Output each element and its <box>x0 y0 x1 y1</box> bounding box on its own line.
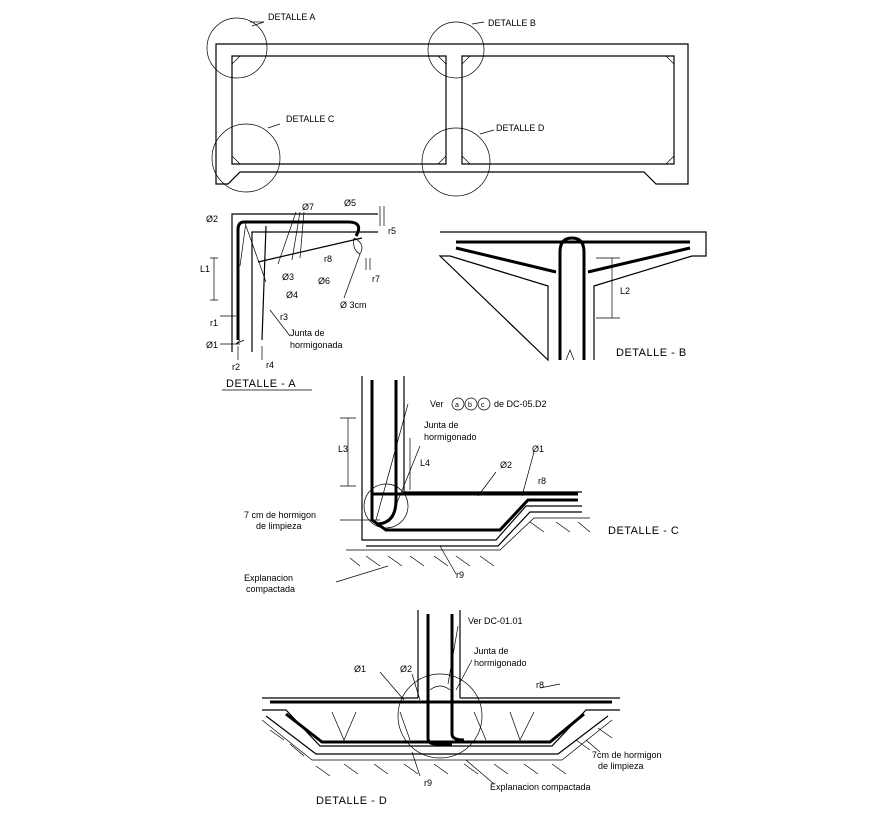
detail-c: Ver a b c de DC-05.D2 Junta de hormigona… <box>244 376 679 594</box>
c-fill-line2: compactada <box>246 584 295 594</box>
c-ref-suffix: de DC-05.D2 <box>494 399 547 409</box>
a-r1: r1 <box>210 318 218 328</box>
c-ref-a: a <box>455 402 459 409</box>
d-lean-line2: de limpieza <box>598 761 644 771</box>
c-r9: r9 <box>456 570 464 580</box>
detail-c-circle <box>211 123 281 193</box>
d-joint-line1: Junta de <box>474 646 509 656</box>
callout-detail-c: DETALLE C <box>286 114 335 124</box>
d-r9: r9 <box>424 778 432 788</box>
d-phi2: Ø2 <box>400 664 412 674</box>
c-ref-prefix: Ver <box>430 399 444 409</box>
d-lean-line1: 7cm de hormigon <box>592 750 662 760</box>
detail-a-circle <box>206 17 268 79</box>
c-lean-line2: de limpieza <box>256 521 302 531</box>
d-fill: Explanacion compactada <box>490 782 591 792</box>
c-phi1: Ø1 <box>532 444 544 454</box>
detail-d-title: DETALLE - D <box>316 795 387 807</box>
c-ref-circle-b <box>464 397 478 411</box>
a-r8: r8 <box>324 254 332 264</box>
a-r7: r7 <box>372 274 380 284</box>
c-l4: L4 <box>420 458 430 468</box>
a-r4: r4 <box>266 360 274 370</box>
d-ref: Ver DC-01.01 <box>468 616 523 626</box>
a-r3: r3 <box>280 312 288 322</box>
c-ref-b: b <box>468 402 472 409</box>
c-ref-circle-a <box>451 397 465 411</box>
detail-d: Ver DC-01.01 Junta de hormigonado Ø1 Ø2 … <box>261 610 662 807</box>
a-phi5: Ø5 <box>344 198 356 208</box>
a-phi6: Ø6 <box>318 276 330 286</box>
c-lean-line1: 7 cm de hormigon <box>244 510 316 520</box>
c-phi2: Ø2 <box>500 460 512 470</box>
detail-b-title: DETALLE - B <box>616 347 687 359</box>
a-phi4: Ø4 <box>286 290 298 300</box>
callout-detail-a: DETALLE A <box>268 12 315 22</box>
b-l2: L2 <box>620 286 630 296</box>
detail-a-title: DETALLE - A <box>226 378 296 390</box>
a-drip: Ø 3cm <box>340 300 367 310</box>
a-phi1: Ø1 <box>206 340 218 350</box>
callout-detail-b: DETALLE B <box>488 18 536 28</box>
d-phi1: Ø1 <box>354 664 366 674</box>
a-joint-line2: hormigonada <box>290 340 343 350</box>
c-overview-circle <box>363 483 409 529</box>
detail-a: Ø2 Ø7 Ø5 r5 L1 r8 r7 Ø3 Ø6 Ø4 Ø 3cm r1 r… <box>200 198 396 391</box>
a-l1: L1 <box>200 264 210 274</box>
detail-b: L2 DETALLE - B <box>438 231 707 362</box>
c-ref-c: c <box>481 402 485 409</box>
detail-b-circle <box>427 21 485 79</box>
a-r2: r2 <box>232 362 240 372</box>
a-r5: r5 <box>388 226 396 236</box>
d-r8: r8 <box>536 680 544 690</box>
detail-d-circle <box>421 127 491 197</box>
c-joint-line2: hormigonado <box>424 432 477 442</box>
a-phi2: Ø2 <box>206 214 218 224</box>
a-phi7: Ø7 <box>302 202 314 212</box>
d-joint-line2: hormigonado <box>474 658 527 668</box>
c-joint-line1: Junta de <box>424 420 459 430</box>
overview-section: DETALLE A DETALLE B DETALLE C DETALLE D <box>206 12 689 197</box>
c-l3: L3 <box>338 444 348 454</box>
a-joint-line1: Junta de <box>290 328 325 338</box>
c-ref-circle-c <box>477 397 491 411</box>
d-overview-circle <box>397 673 483 759</box>
c-r8: r8 <box>538 476 546 486</box>
a-phi3: Ø3 <box>282 272 294 282</box>
c-fill-line1: Explanacion <box>244 573 293 583</box>
callout-detail-d: DETALLE D <box>496 123 545 133</box>
detail-c-title: DETALLE - C <box>608 525 679 537</box>
